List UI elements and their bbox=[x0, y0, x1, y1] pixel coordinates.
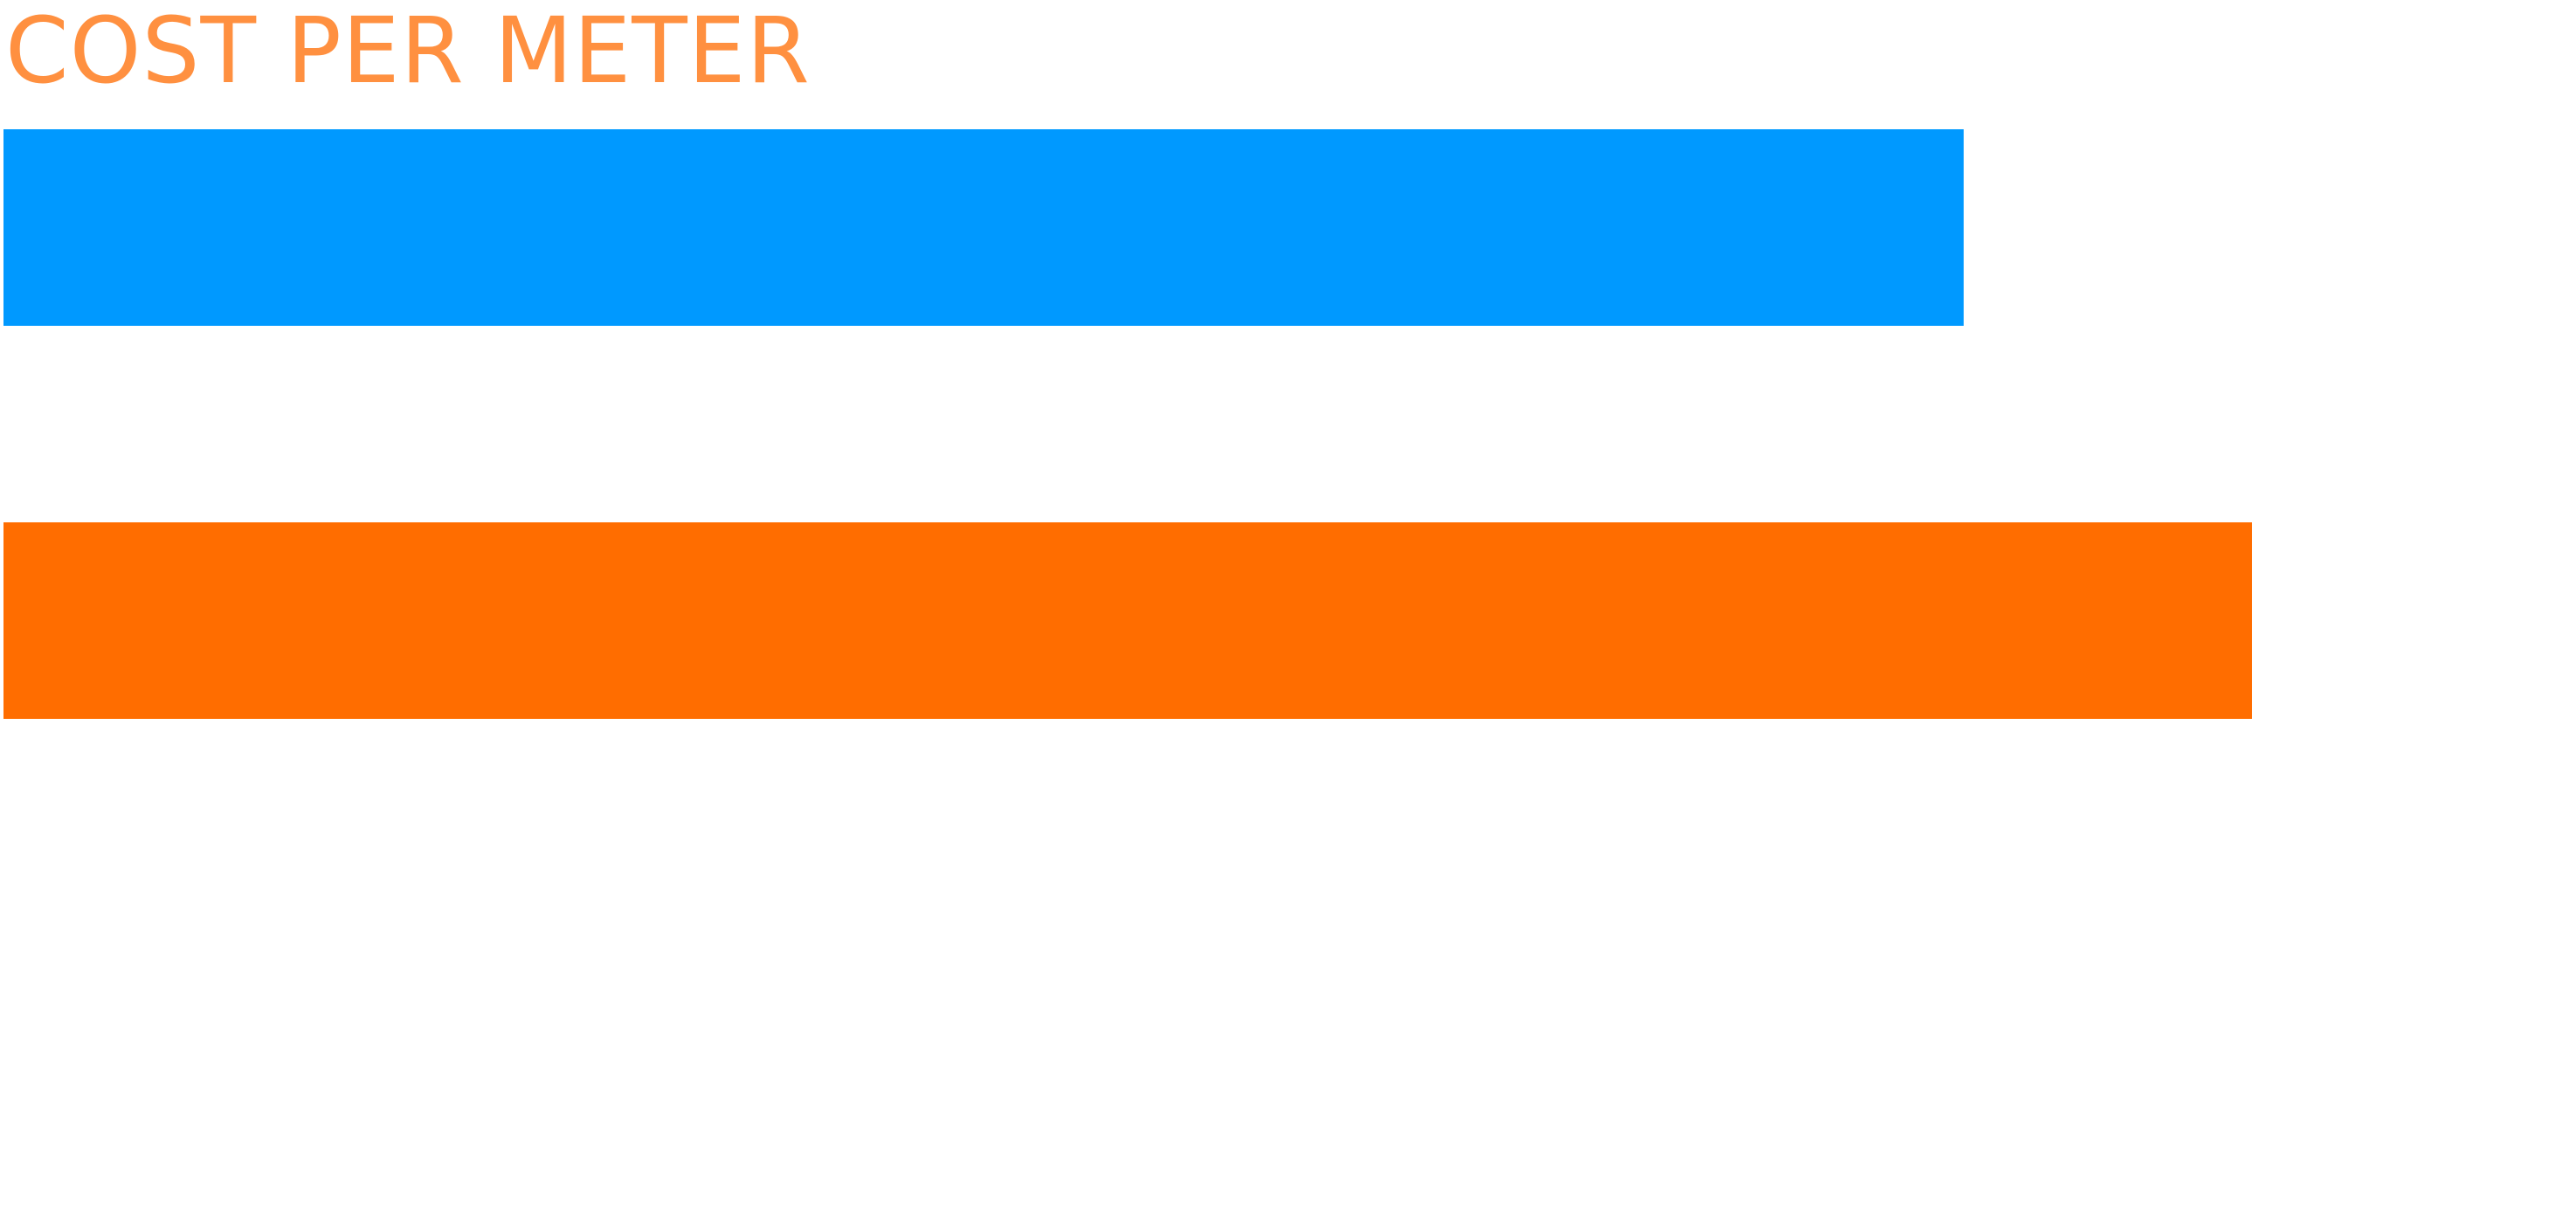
bar-2 bbox=[3, 522, 2252, 719]
chart-title: COST PER METER bbox=[5, 0, 811, 104]
bar-1 bbox=[3, 129, 1964, 326]
bar-group bbox=[3, 129, 2252, 719]
